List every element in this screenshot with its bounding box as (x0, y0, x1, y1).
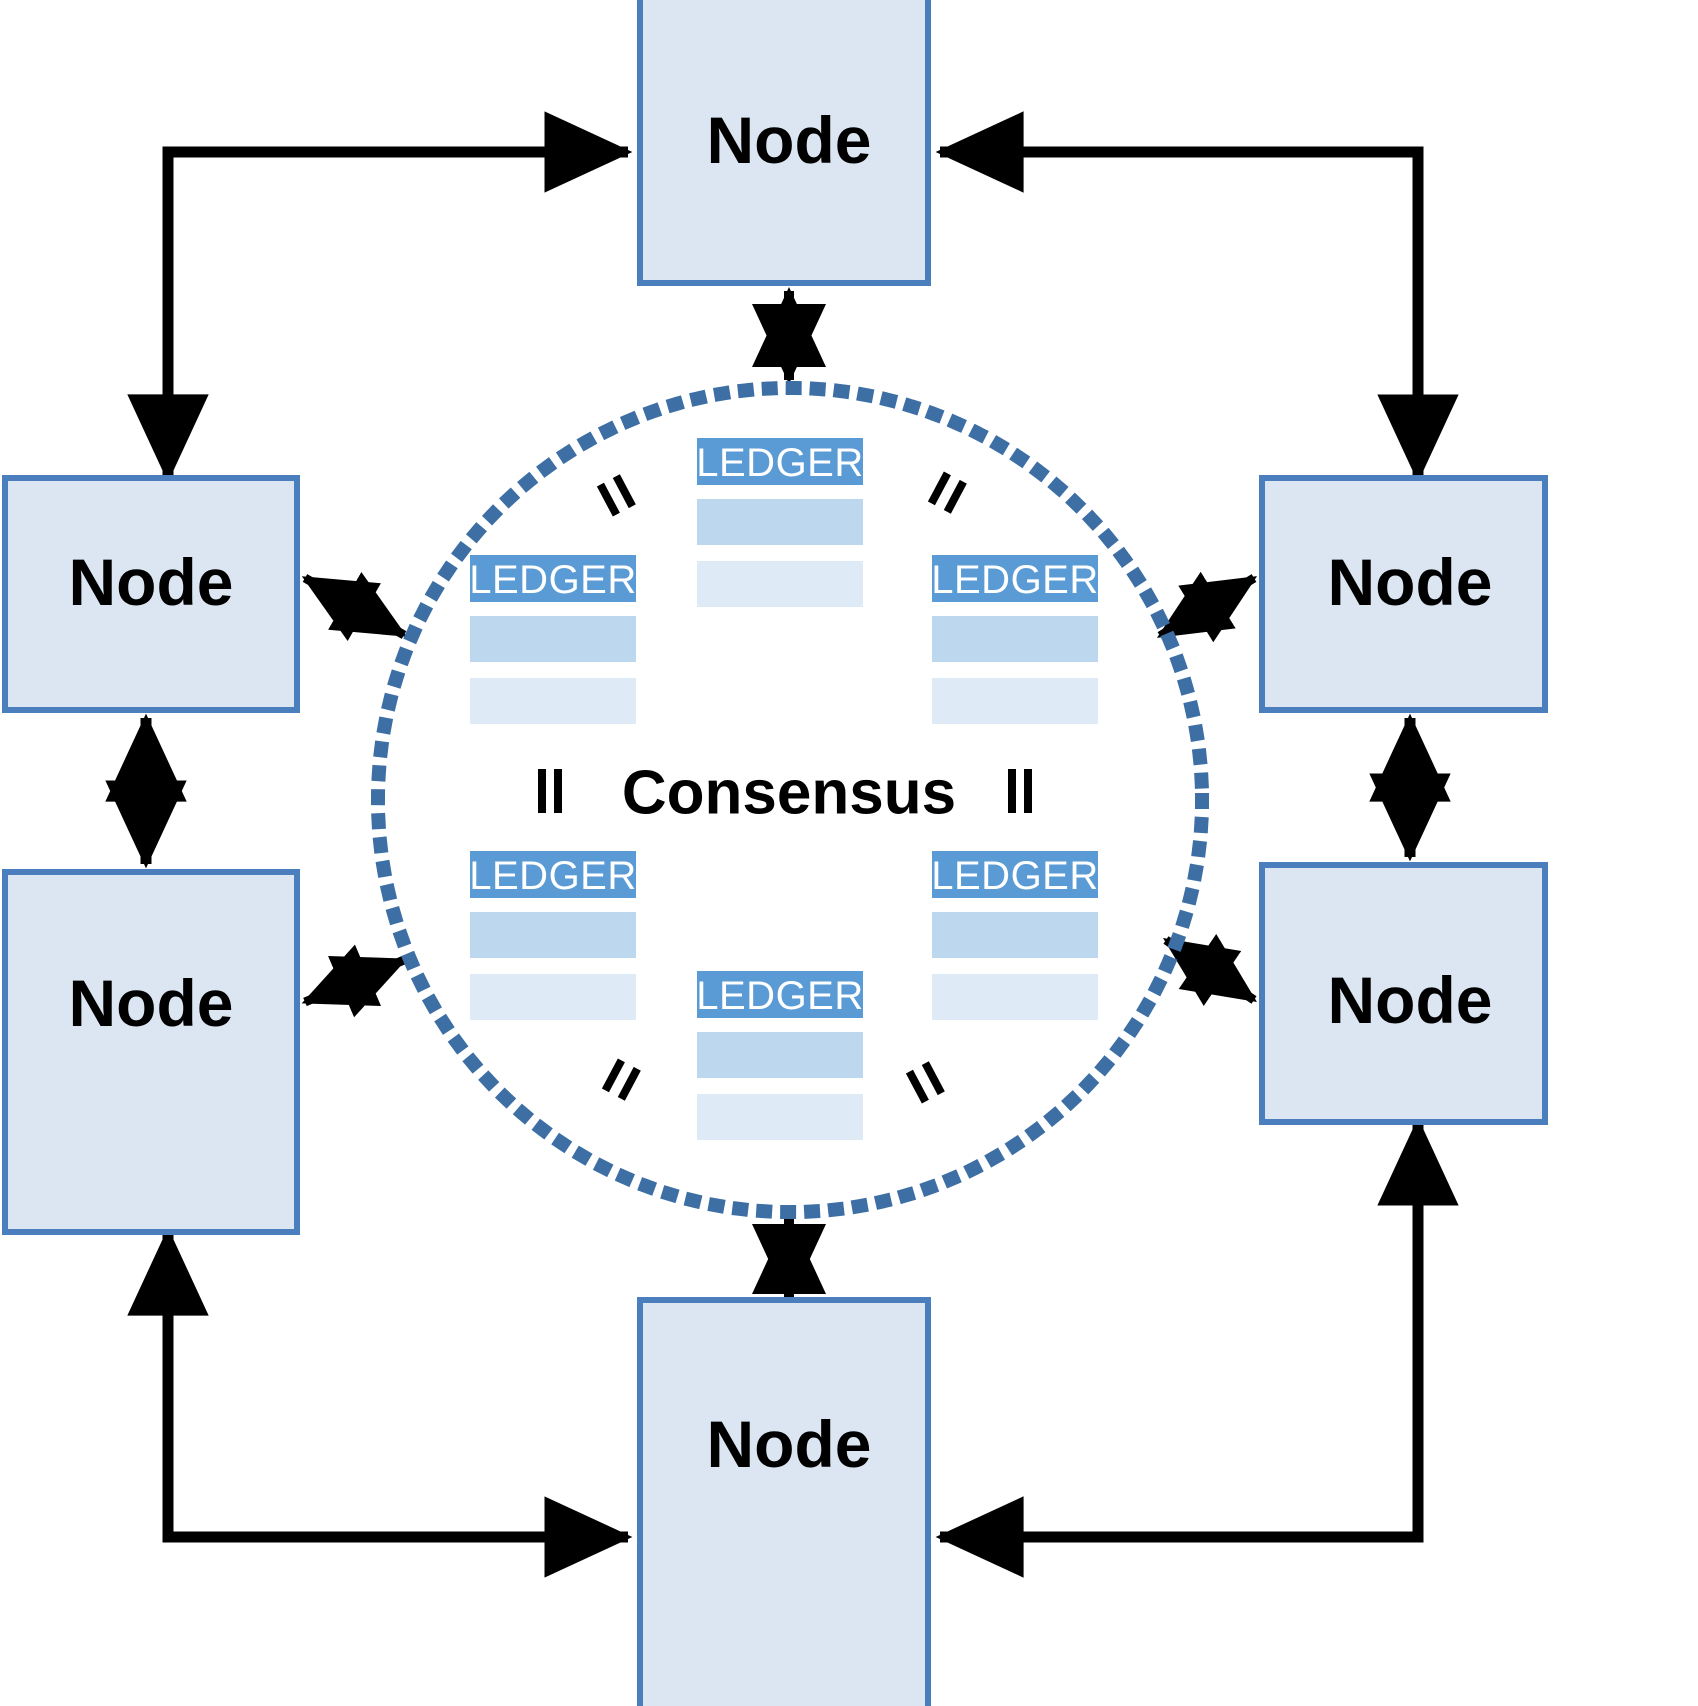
ledger-lower-left[interactable]: LEDGER (469, 851, 637, 1020)
ledger-upper-right-label: LEDGER (931, 558, 1099, 602)
equals-bottom-left-icon (601, 1058, 641, 1101)
conn-elbow-bottom-right (935, 1117, 1459, 1578)
ledger-row (697, 1032, 863, 1078)
conn-elbow-bottom-left (127, 1227, 633, 1578)
consensus-label: Consensus (622, 759, 956, 828)
node-top-label: Node (707, 103, 872, 177)
ledger-row (932, 678, 1098, 724)
ledger-upper-right[interactable]: LEDGER (931, 555, 1099, 724)
ledger-row (932, 616, 1098, 662)
node-bottom[interactable]: Node (637, 1297, 931, 1706)
ledger-upper-left[interactable]: LEDGER (469, 555, 637, 724)
node-left-lower[interactable]: Node (2, 869, 300, 1235)
ledger-row (697, 561, 863, 607)
ledger-lower-left-label: LEDGER (469, 854, 637, 898)
conn-elbow-top-right (935, 111, 1459, 483)
ledger-lower-right[interactable]: LEDGER (931, 851, 1099, 1020)
conn-node-left-lower-to-circle (301, 944, 408, 1018)
equals-mid-left-icon (538, 769, 562, 813)
node-right-upper-label: Node (1328, 545, 1493, 619)
ledger-lower-right-label: LEDGER (931, 854, 1099, 898)
node-right-lower[interactable]: Node (1259, 862, 1548, 1125)
node-right-lower-label: Node (1328, 963, 1493, 1037)
conn-node-right-upper-to-circle (1156, 571, 1258, 643)
equals-bottom-right-icon (905, 1061, 945, 1104)
ledger-bottom-label: LEDGER (696, 974, 864, 1018)
conn-elbow-top-left (127, 111, 633, 483)
consensus-circle (371, 381, 1209, 1219)
node-left-lower-label: Node (69, 966, 234, 1040)
ledger-row (470, 974, 636, 1020)
equals-top-right-icon (927, 471, 967, 514)
ledger-bottom[interactable]: LEDGER (696, 971, 864, 1140)
ledger-row (470, 616, 636, 662)
equals-mid-right-icon (1008, 769, 1032, 813)
ledger-top-label: LEDGER (696, 441, 864, 485)
conn-node-left-upper-to-circle (301, 572, 408, 641)
ledger-row (697, 1094, 863, 1140)
node-left-upper-label: Node (69, 545, 234, 619)
ledger-row (470, 678, 636, 724)
node-bottom-label: Node (707, 1407, 872, 1481)
ledger-row (697, 499, 863, 545)
ledger-row (470, 912, 636, 958)
ledger-row (932, 912, 1098, 958)
node-left-upper[interactable]: Node (2, 475, 300, 713)
equals-top-left-icon (596, 474, 636, 517)
ledger-top[interactable]: LEDGER (696, 438, 864, 607)
node-top[interactable]: Node (637, 0, 931, 286)
node-right-upper[interactable]: Node (1259, 475, 1548, 713)
ledger-upper-left-label: LEDGER (469, 558, 637, 602)
ledger-row (932, 974, 1098, 1020)
